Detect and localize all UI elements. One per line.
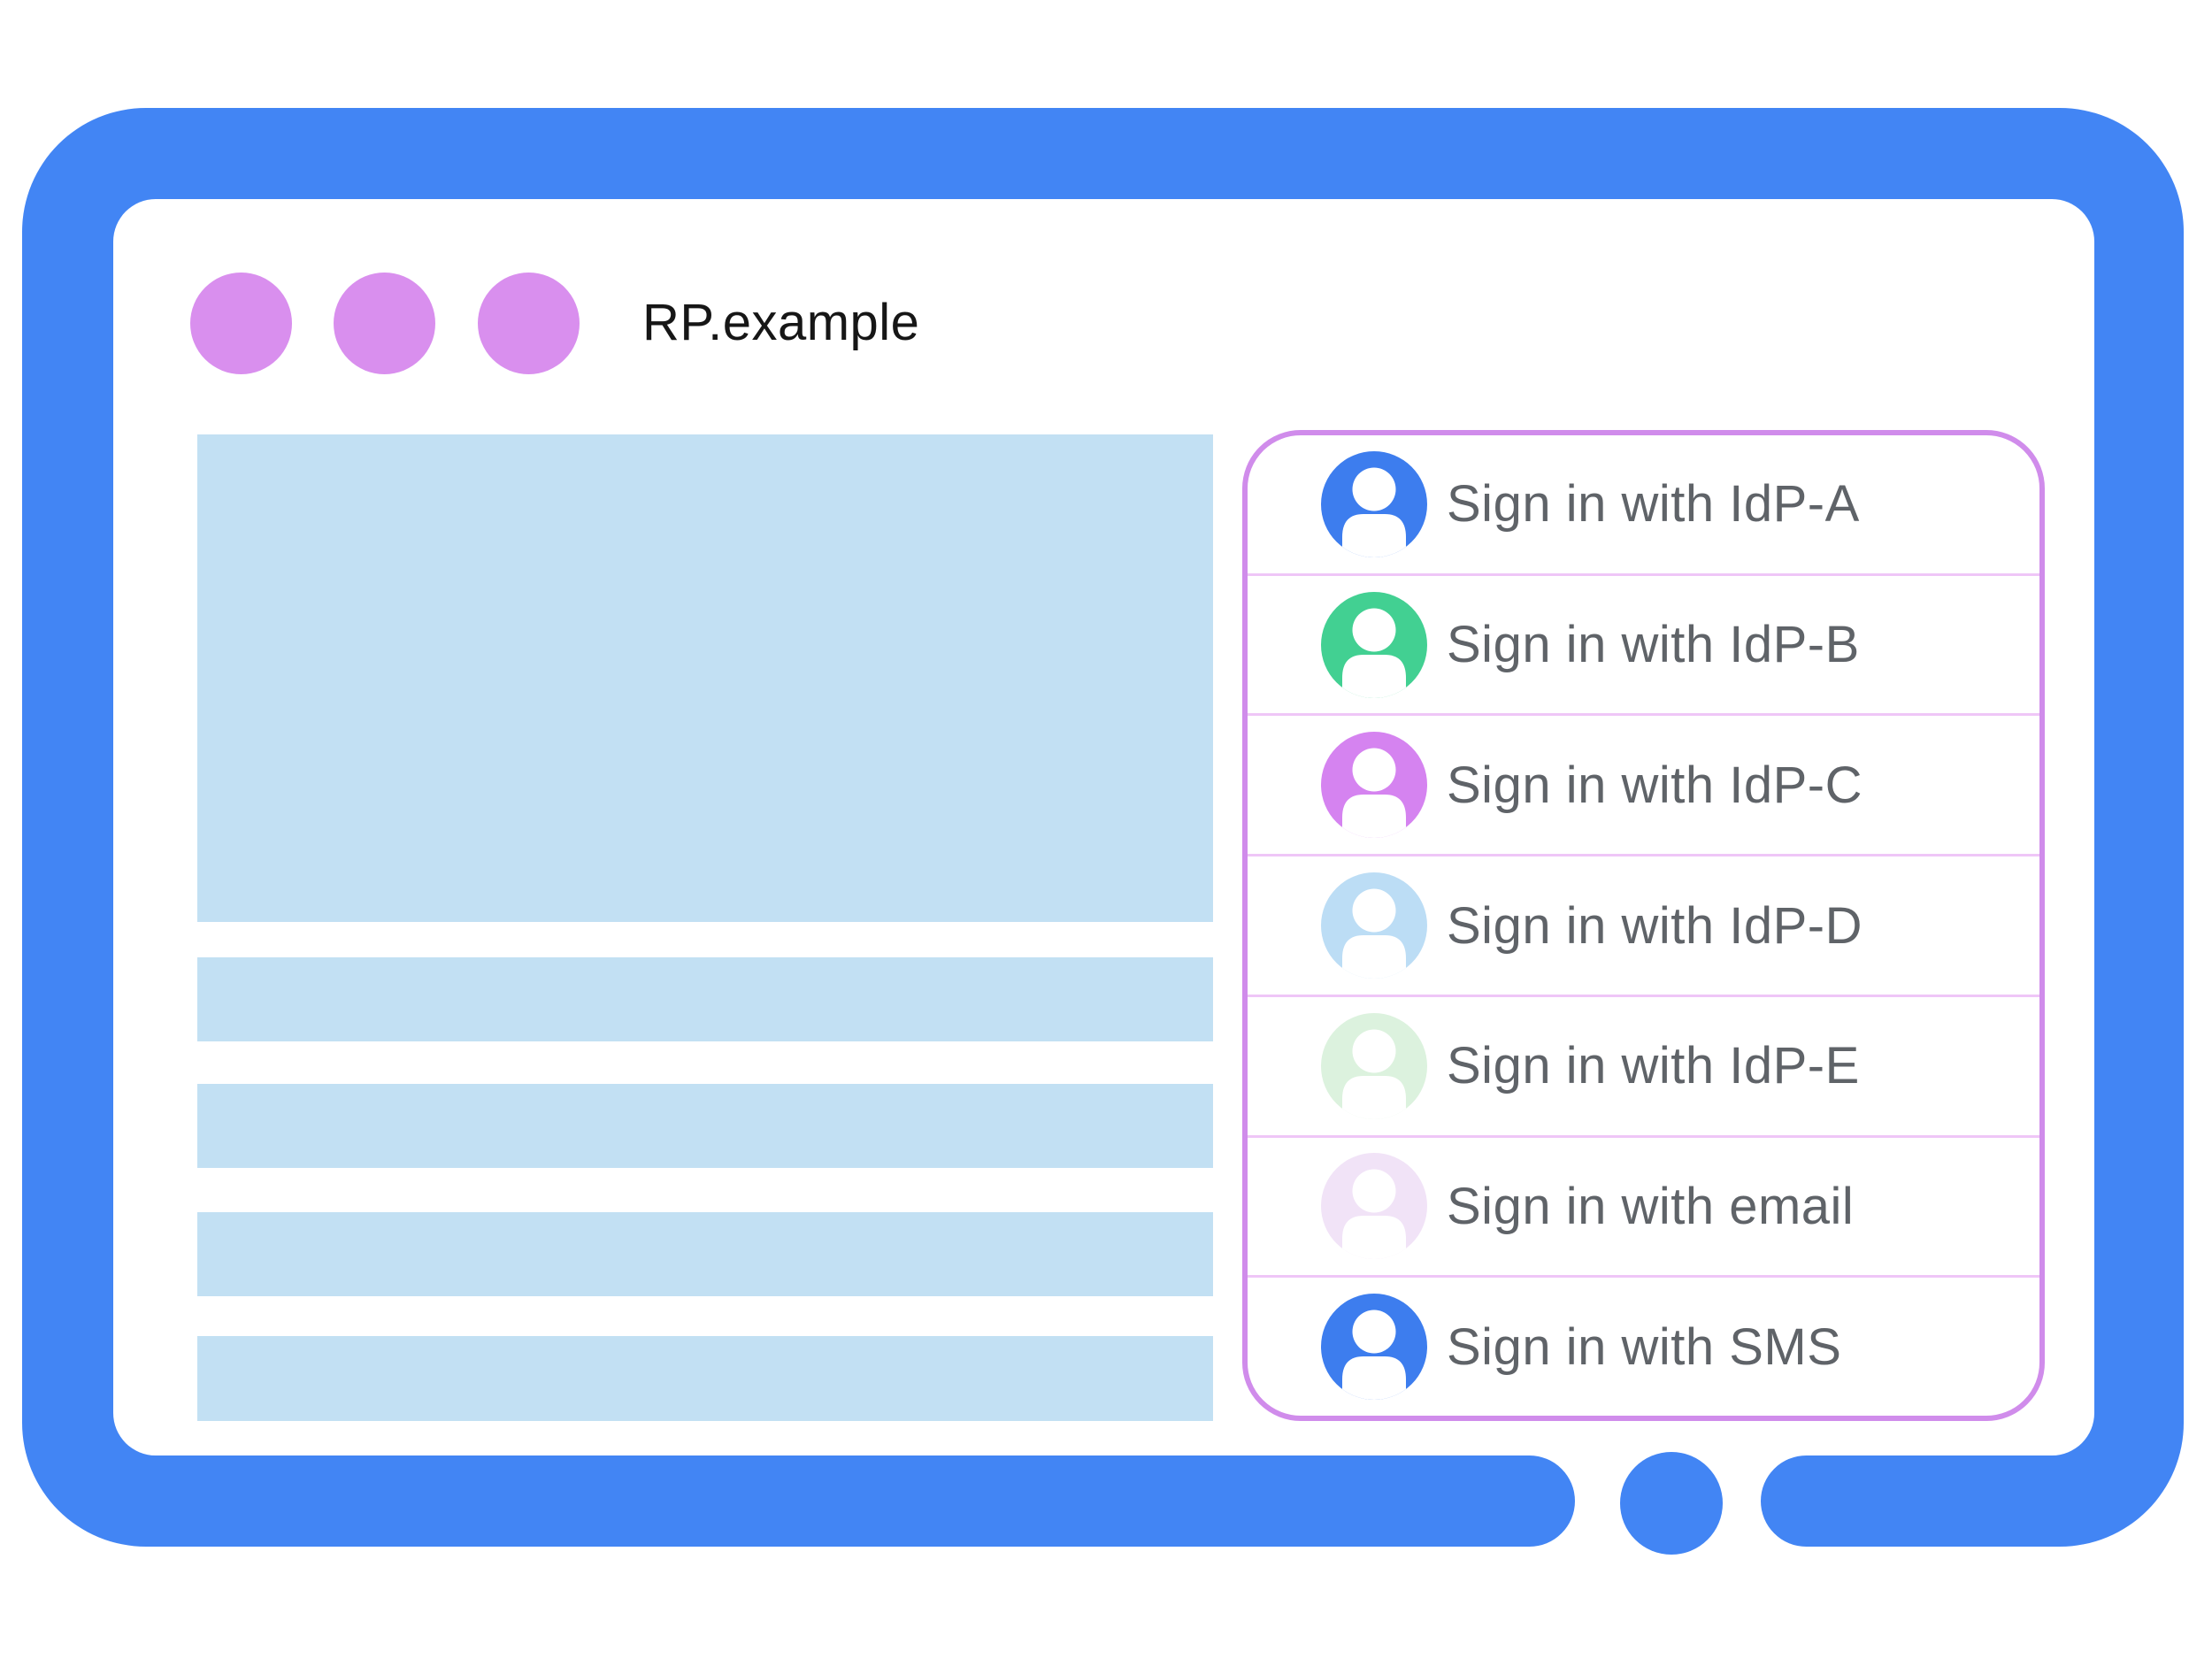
row-divider xyxy=(1248,1134,2039,1138)
signin-option-email[interactable]: Sign in with email xyxy=(1248,1138,2039,1276)
window-dot xyxy=(334,273,435,374)
bezel-bar-left xyxy=(1464,1455,1575,1547)
person-icon xyxy=(1321,1153,1427,1260)
signin-option-label: Sign in with IdP-A xyxy=(1447,475,1860,534)
signin-option-label: Sign in with IdP-B xyxy=(1447,616,1860,674)
person-icon xyxy=(1321,1294,1427,1401)
signin-option-label: Sign in with IdP-D xyxy=(1447,896,1863,955)
person-icon xyxy=(1321,1012,1427,1119)
signin-option-idp-d[interactable]: Sign in with IdP-D xyxy=(1248,856,2039,995)
row-divider xyxy=(1248,994,2039,997)
person-icon xyxy=(1321,872,1427,979)
person-icon xyxy=(1321,732,1427,839)
signin-option-label: Sign in with SMS xyxy=(1447,1317,1842,1376)
person-icon xyxy=(1321,450,1427,557)
home-button-circle[interactable] xyxy=(1620,1452,1723,1555)
signin-panel: Sign in with IdP-A Sign in with IdP-B xyxy=(1242,430,2045,1421)
row-divider xyxy=(1248,713,2039,717)
person-icon xyxy=(1321,591,1427,698)
signin-option-idp-c[interactable]: Sign in with IdP-C xyxy=(1248,716,2039,854)
window-dot xyxy=(478,273,580,374)
signin-option-sms[interactable]: Sign in with SMS xyxy=(1248,1278,2039,1416)
signin-option-idp-a[interactable]: Sign in with IdP-A xyxy=(1248,435,2039,573)
signin-option-label: Sign in with IdP-C xyxy=(1447,756,1863,814)
bezel-bar-right xyxy=(1761,1455,1871,1547)
signin-option-label: Sign in with IdP-E xyxy=(1447,1037,1860,1095)
signin-option-idp-e[interactable]: Sign in with IdP-E xyxy=(1248,997,2039,1135)
row-divider xyxy=(1248,572,2039,576)
content-line-placeholder xyxy=(197,957,1213,1041)
window-dot xyxy=(190,273,292,374)
content-hero-placeholder xyxy=(197,434,1213,922)
content-line-placeholder xyxy=(197,1084,1213,1168)
content-line-placeholder xyxy=(197,1212,1213,1296)
row-divider xyxy=(1248,1275,2039,1279)
row-divider xyxy=(1248,854,2039,857)
page-title: RP.example xyxy=(642,294,920,351)
content-line-placeholder xyxy=(197,1336,1213,1421)
signin-option-idp-b[interactable]: Sign in with IdP-B xyxy=(1248,576,2039,714)
signin-option-label: Sign in with email xyxy=(1447,1177,1855,1235)
